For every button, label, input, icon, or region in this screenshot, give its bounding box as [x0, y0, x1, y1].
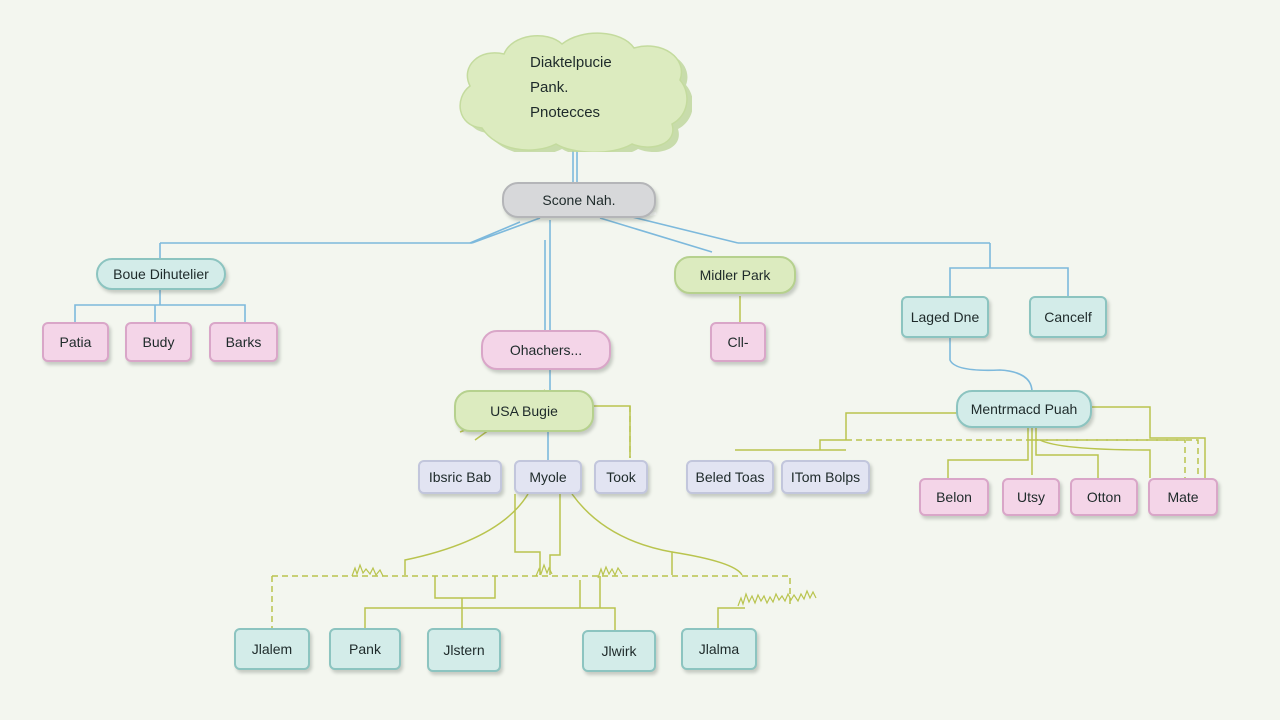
- center-child-label: Ibsric Bab: [428, 469, 492, 485]
- center-mid-node[interactable]: USA Bugie: [454, 390, 594, 432]
- mid-lower-node[interactable]: ITom Bolps: [781, 460, 870, 494]
- root-cloud-node[interactable]: Diaktelpucie Pank. Pnotecces: [452, 28, 692, 152]
- cloud-shape-icon: [459, 32, 692, 152]
- left-child-label: Barks: [225, 334, 262, 350]
- hub-node[interactable]: Scone Nah.: [502, 182, 656, 218]
- right-child-node[interactable]: Belon: [919, 478, 989, 516]
- right-box-label: Laged Dne: [910, 309, 980, 325]
- root-line-1: Diaktelpucie: [530, 54, 612, 71]
- leaf-label: Jlstern: [443, 642, 485, 658]
- root-line-3: Pnotecces: [530, 104, 601, 121]
- hub-label: Scone Nah.: [542, 192, 616, 208]
- leaf-node[interactable]: Jlstern: [427, 628, 501, 672]
- leaf-node[interactable]: Pank: [329, 628, 401, 670]
- right-branch-node[interactable]: Mentrmacd Puah: [956, 390, 1092, 428]
- mid-child-label: Cll-: [727, 334, 749, 350]
- right-box-node[interactable]: Cancelf: [1029, 296, 1107, 338]
- right-child-node[interactable]: Utsy: [1002, 478, 1060, 516]
- left-child-label: Patia: [59, 334, 92, 350]
- center-child-node[interactable]: Ibsric Bab: [418, 460, 502, 494]
- mid-lower-label: ITom Bolps: [790, 469, 861, 485]
- leaf-label: Pank: [349, 641, 381, 657]
- leaf-node[interactable]: Jlwirk: [582, 630, 656, 672]
- right-child-node[interactable]: Mate: [1148, 478, 1218, 516]
- left-child-node[interactable]: Patia: [42, 322, 109, 362]
- leaf-label: Jlalem: [251, 641, 293, 657]
- leaf-label: Jlalma: [698, 641, 740, 657]
- center-child-label: Myole: [529, 469, 567, 485]
- left-child-node[interactable]: Budy: [125, 322, 192, 362]
- leaf-node[interactable]: Jlalma: [681, 628, 757, 670]
- root-title: Diaktelpucie Pank. Pnotecces: [530, 50, 612, 125]
- mid-branch-node[interactable]: Midler Park: [674, 256, 796, 294]
- center-child-node[interactable]: Myole: [514, 460, 582, 494]
- root-line-2: Pank.: [530, 79, 569, 96]
- center-mid-label: USA Bugie: [490, 403, 558, 419]
- right-child-label: Utsy: [1017, 489, 1045, 505]
- mid-lower-label: Beled Toas: [695, 469, 765, 485]
- mid-child-node[interactable]: Cll-: [710, 322, 766, 362]
- mid-lower-node[interactable]: Beled Toas: [686, 460, 774, 494]
- right-child-node[interactable]: Otton: [1070, 478, 1138, 516]
- left-child-label: Budy: [142, 334, 175, 350]
- center-child-label: Took: [606, 469, 636, 485]
- leaf-node[interactable]: Jlalem: [234, 628, 310, 670]
- right-child-label: Otton: [1086, 489, 1122, 505]
- leaf-label: Jlwirk: [601, 643, 637, 659]
- left-branch-label: Boue Dihutelier: [113, 266, 209, 282]
- mid-branch-label: Midler Park: [699, 267, 771, 283]
- left-branch-node[interactable]: Boue Dihutelier: [96, 258, 226, 290]
- right-child-label: Belon: [936, 489, 972, 505]
- right-box-node[interactable]: Laged Dne: [901, 296, 989, 338]
- right-branch-label: Mentrmacd Puah: [970, 401, 1078, 417]
- center-child-node[interactable]: Took: [594, 460, 648, 494]
- center-top-label: Ohachers...: [509, 342, 583, 358]
- right-child-label: Mate: [1167, 489, 1199, 505]
- right-box-label: Cancelf: [1044, 309, 1092, 325]
- left-child-node[interactable]: Barks: [209, 322, 278, 362]
- center-top-node[interactable]: Ohachers...: [481, 330, 611, 370]
